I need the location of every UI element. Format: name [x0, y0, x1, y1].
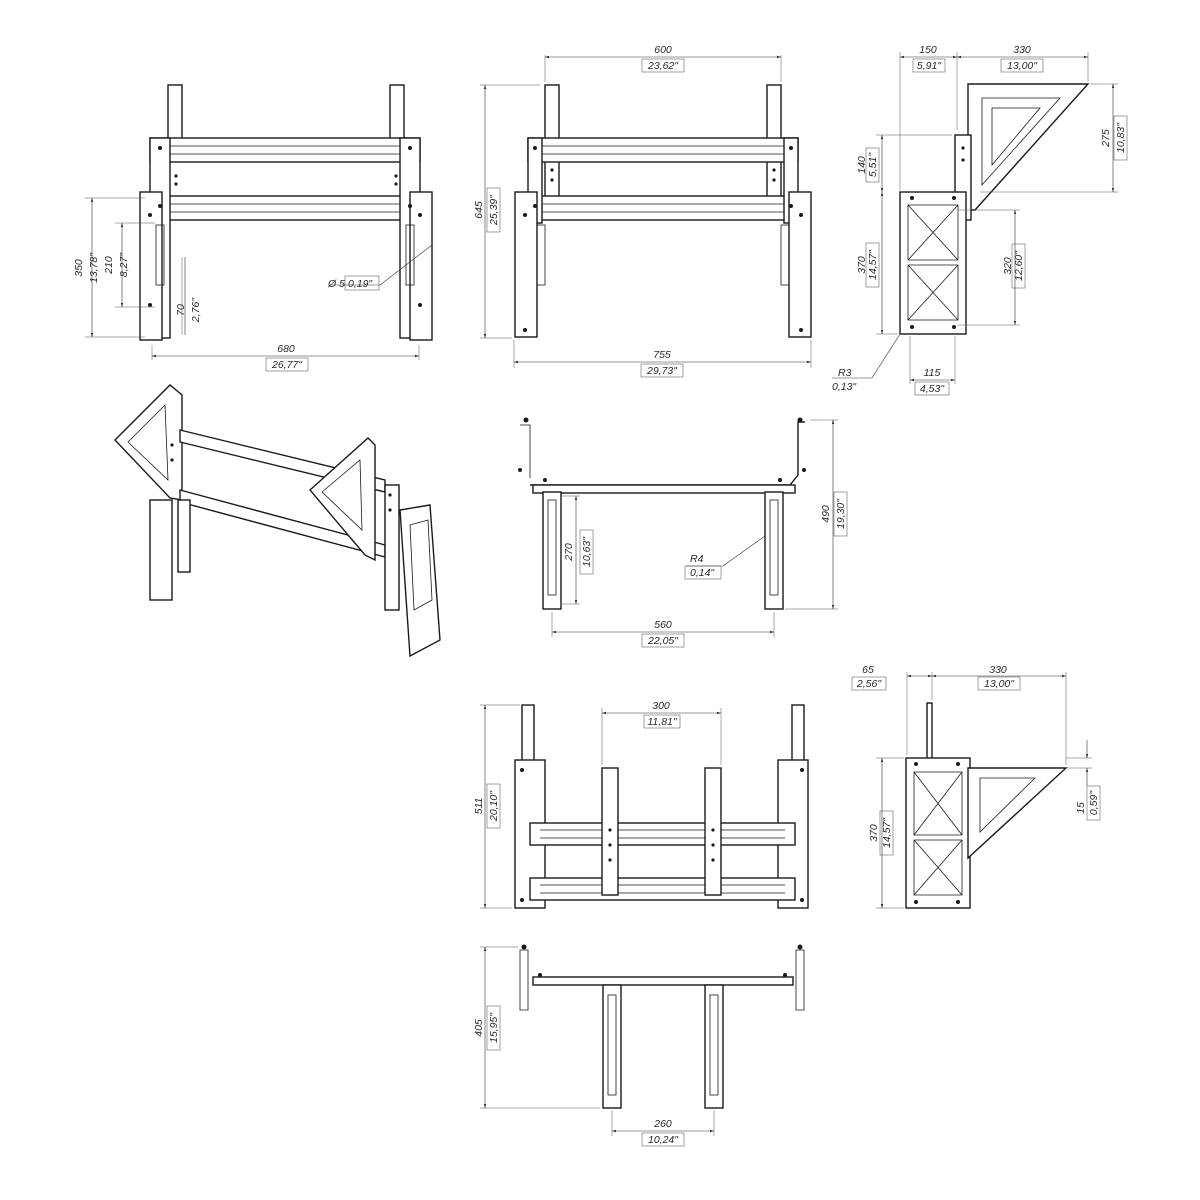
dim-490: 490	[820, 505, 832, 523]
side-view-150-330: 150 5,91" 330 13,00" 275 10,83" 140 5,51…	[832, 44, 1128, 396]
dim-15-in: 0,59"	[1088, 790, 1100, 815]
dim-490-in: 19,30"	[835, 498, 847, 529]
dim-755-in: 29,73"	[646, 365, 678, 377]
dim-70-in: 2,76"	[190, 297, 202, 323]
dim-370-b: 370	[868, 824, 880, 842]
dim-370-b-in: 14,57"	[881, 817, 893, 848]
dim-r4-in: 0,14"	[690, 567, 715, 579]
dim-511: 511	[473, 798, 485, 815]
dim-r4: R4	[690, 553, 704, 565]
front-view-300: 300 11,81" 511 20,10"	[473, 700, 809, 909]
dim-140-in: 5,51"	[867, 152, 879, 177]
dim-115-in: 4,53"	[920, 383, 945, 395]
dim-70: 70	[175, 304, 187, 316]
front-view-680: 350 13,78" 210 8,27" 70 2,76" Ø 5 0,19" …	[73, 84, 433, 372]
dim-330-a-in: 13,00"	[1007, 60, 1038, 72]
dim-275-in: 10,83"	[1115, 122, 1127, 153]
dim-600: 600	[654, 44, 672, 56]
dim-140: 140	[856, 156, 868, 174]
dim-511-in: 20,10"	[488, 790, 500, 822]
dim-560: 560	[654, 619, 672, 631]
dim-115: 115	[924, 367, 941, 379]
top-view-260: 405 15,95" 260 10,24"	[473, 944, 805, 1147]
isometric-view	[114, 384, 441, 658]
dim-300-in: 11,81"	[647, 716, 677, 728]
dim-405-in: 15,95"	[488, 1012, 500, 1043]
side-view-65-330: 65 2,56" 330 13,00" 370 14,57" 15 0,59"	[851, 664, 1101, 909]
dim-320: 320	[1002, 257, 1014, 275]
dim-hole-in: 0,19"	[348, 278, 373, 290]
dim-260: 260	[653, 1118, 672, 1130]
dim-150: 150	[919, 44, 937, 56]
dim-645-in: 25,39"	[488, 194, 500, 226]
dim-65: 65	[862, 664, 874, 676]
dim-150-in: 5,91"	[917, 60, 942, 72]
dim-hole: Ø 5	[327, 278, 345, 290]
front-view-600: 600 23,62" 645 25,39" 755 29,73"	[473, 44, 812, 378]
dim-r3-in: 0,13"	[832, 381, 857, 393]
dim-65-in: 2,56"	[856, 678, 882, 690]
dim-755: 755	[653, 349, 671, 361]
dim-680: 680	[277, 343, 295, 355]
dim-350: 350	[73, 259, 85, 277]
dim-330-b: 330	[989, 664, 1007, 676]
top-view-560: 490 19,30" 270 10,63" R4 0,14" 560 22,05…	[518, 417, 848, 648]
dim-370-a: 370	[856, 256, 868, 274]
dim-210: 210	[103, 256, 115, 275]
dim-600-in: 23,62"	[647, 60, 679, 72]
dim-210-in: 8,27"	[118, 252, 130, 277]
dim-270-in: 10,63"	[581, 536, 593, 567]
dim-645: 645	[473, 201, 485, 219]
dim-300: 300	[652, 700, 670, 712]
dim-275: 275	[1100, 129, 1112, 148]
dim-330-b-in: 13,00"	[984, 678, 1015, 690]
dim-370-a-in: 14,57"	[867, 249, 879, 280]
dim-560-in: 22,05"	[647, 635, 679, 647]
dim-260-in: 10,24"	[648, 1134, 679, 1146]
dim-330-a: 330	[1013, 44, 1031, 56]
dim-270: 270	[563, 543, 575, 562]
dim-15: 15	[1075, 802, 1087, 814]
dim-r3: R3	[838, 367, 852, 379]
dim-320-in: 12,60"	[1013, 250, 1025, 281]
dim-680-in: 26,77"	[271, 359, 303, 371]
dim-350-in: 13,78"	[88, 252, 100, 283]
dim-405: 405	[473, 1019, 485, 1037]
